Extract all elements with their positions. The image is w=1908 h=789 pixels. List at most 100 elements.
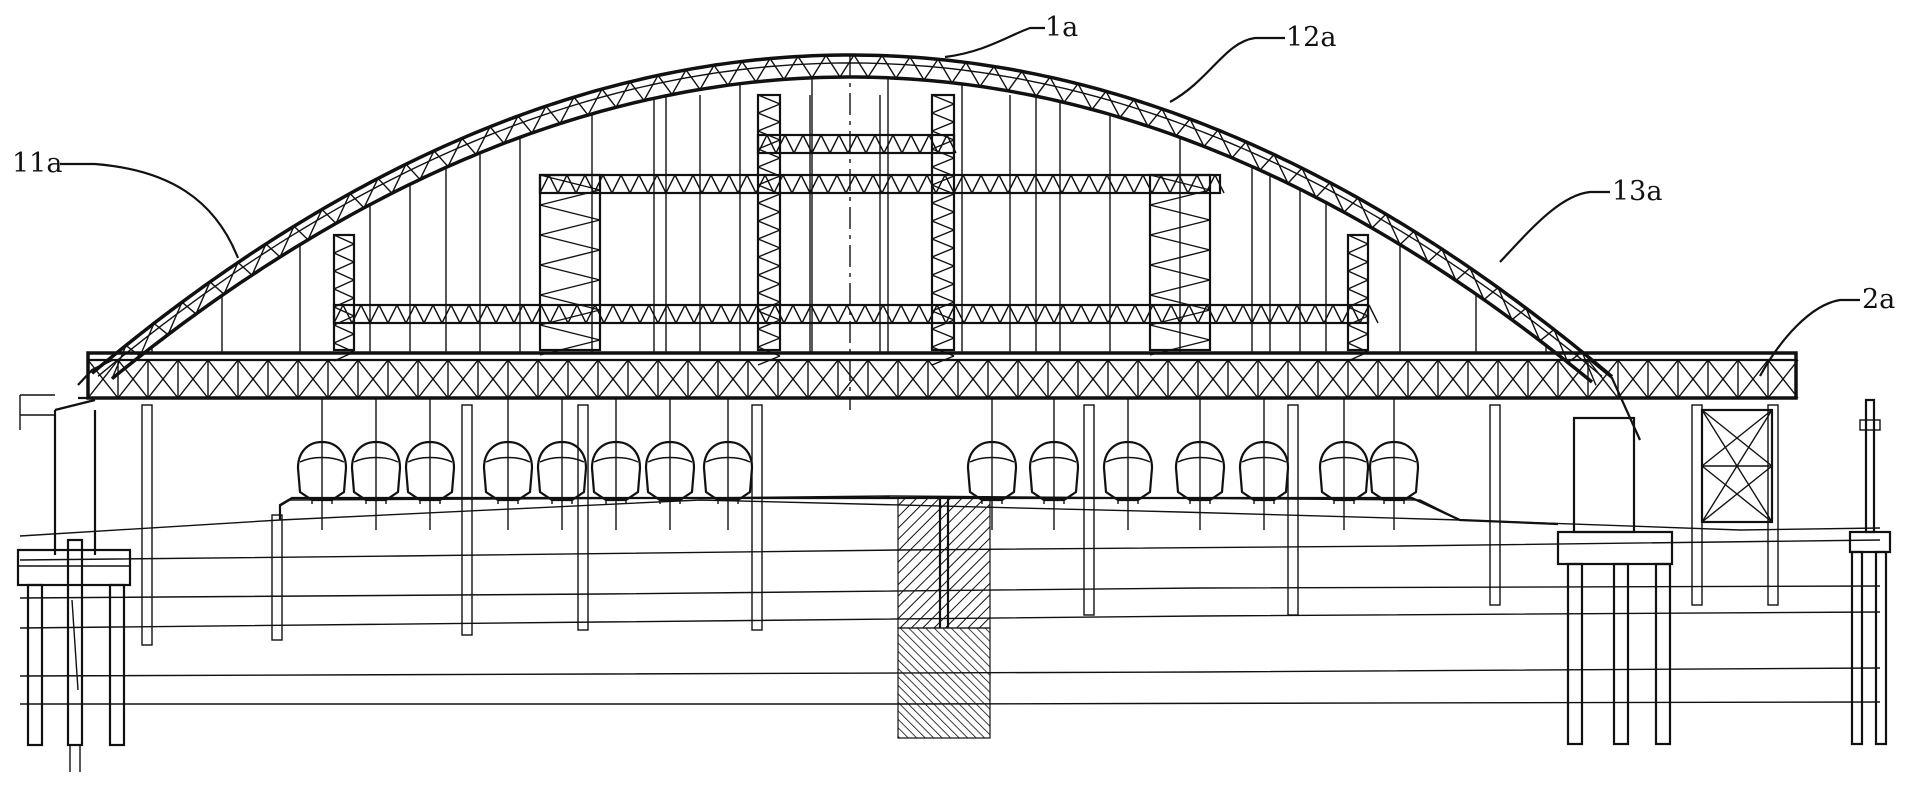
frame-lattice	[1063, 305, 1072, 323]
frame-lattice	[919, 305, 928, 323]
frame-lattice	[758, 248, 780, 257]
frame-lattice	[523, 305, 532, 323]
frame-lattice	[1348, 244, 1368, 253]
arch-lattice-member	[686, 70, 700, 90]
frame-lattice	[631, 305, 640, 323]
arch-lattice-member	[1176, 119, 1190, 136]
frame-lattice	[1348, 271, 1368, 280]
frame-lattice	[469, 305, 478, 323]
frame-lattice	[758, 113, 780, 122]
frame-lattice	[758, 212, 780, 221]
frame-lattice	[397, 305, 406, 323]
arch-lattice-member	[826, 55, 840, 77]
frame-lattice	[334, 253, 354, 262]
frame-lattice	[758, 230, 780, 239]
frame-lattice	[758, 140, 780, 149]
frame-lattice	[932, 275, 954, 284]
arch-lattice-member	[924, 59, 938, 80]
frame-lattice	[1144, 305, 1153, 323]
frame-lattice	[1062, 175, 1071, 193]
frame-lattice	[758, 320, 780, 329]
frame-lattice	[1099, 305, 1108, 323]
frame-lattice	[902, 135, 911, 153]
frame-lattice	[839, 135, 848, 153]
frame-lattice	[793, 305, 802, 323]
frame-lattice	[801, 175, 810, 193]
frame-lattice	[1348, 253, 1368, 262]
frame-lattice	[702, 175, 711, 193]
frame-lattice	[820, 305, 829, 323]
frame-lattice	[648, 175, 657, 193]
frame-lattice	[1081, 305, 1090, 323]
frame-lattice	[604, 305, 613, 323]
frame-lattice	[1072, 305, 1081, 323]
frame-lattice	[920, 135, 929, 153]
frame-lattice	[1348, 280, 1368, 289]
arch-lattice-member	[546, 106, 560, 123]
frame-lattice	[685, 305, 694, 323]
frame-lattice	[1089, 175, 1098, 193]
arch-lattice-member	[1036, 77, 1050, 96]
frame-lattice	[866, 135, 875, 153]
arch-lattice-member	[1148, 109, 1162, 126]
frame-lattice	[1135, 305, 1144, 323]
frame-lattice	[1297, 305, 1306, 323]
frame-lattice	[932, 257, 954, 266]
frame-lattice	[990, 175, 999, 193]
frame-lattice	[911, 135, 920, 153]
frame-lattice	[758, 311, 780, 320]
arch-lattice-member	[966, 62, 980, 86]
frame-lattice	[932, 212, 954, 221]
frame-lattice	[415, 305, 424, 323]
arch-lattice-member	[1064, 84, 1078, 103]
frame-lattice	[932, 203, 954, 212]
arch-lattice-member	[1008, 71, 1022, 90]
frame-lattice	[932, 176, 954, 185]
frame-lattice	[932, 320, 954, 329]
frame-lattice	[864, 175, 873, 193]
arch-lattice-member	[714, 65, 728, 85]
frame-lattice	[758, 257, 780, 266]
frame-lattice	[847, 305, 856, 323]
callout-11a: 11a	[12, 148, 238, 258]
frame-lattice	[932, 293, 954, 302]
label-13a: 13a	[1612, 176, 1662, 207]
frame-lattice	[1026, 175, 1035, 193]
frame-lattice	[541, 305, 550, 323]
label-1a: 1a	[1045, 12, 1078, 43]
right-piles	[1568, 400, 1890, 744]
frame-lattice	[932, 230, 954, 239]
frame-lattice	[684, 175, 693, 193]
right-abutment	[1558, 410, 1772, 564]
arch-lattice-member	[728, 61, 742, 85]
arch-lattice-member	[938, 59, 952, 82]
frame-lattice	[1000, 305, 1009, 323]
frame-lattice	[812, 135, 821, 153]
frame-lattice	[730, 305, 739, 323]
arch-lattice-member	[784, 56, 798, 79]
frame-lattice	[1054, 305, 1063, 323]
frame-lattice	[361, 305, 370, 323]
frame-lattice	[1243, 305, 1252, 323]
frame-lattice	[558, 175, 567, 193]
frame-lattice	[540, 220, 600, 235]
arch-lattice-member	[602, 89, 616, 107]
arch-lattice-member	[868, 56, 882, 78]
frame-lattice	[451, 305, 460, 323]
frame-lattice	[496, 305, 505, 323]
frame-lattice	[758, 275, 780, 284]
frame-lattice	[932, 239, 954, 248]
arch-lattice-member	[798, 56, 812, 77]
frame-lattice	[1134, 175, 1143, 193]
frame-lattice	[821, 135, 830, 153]
frame-lattice	[334, 325, 354, 334]
frame-lattice	[891, 175, 900, 193]
frame-lattice	[514, 305, 523, 323]
frame-lattice	[828, 175, 837, 193]
frame-lattice	[1107, 175, 1116, 193]
arch-lattice-member	[980, 66, 994, 86]
frame-lattice	[1170, 175, 1179, 193]
frame-lattice	[932, 329, 954, 338]
frame-lattice	[1288, 305, 1297, 323]
